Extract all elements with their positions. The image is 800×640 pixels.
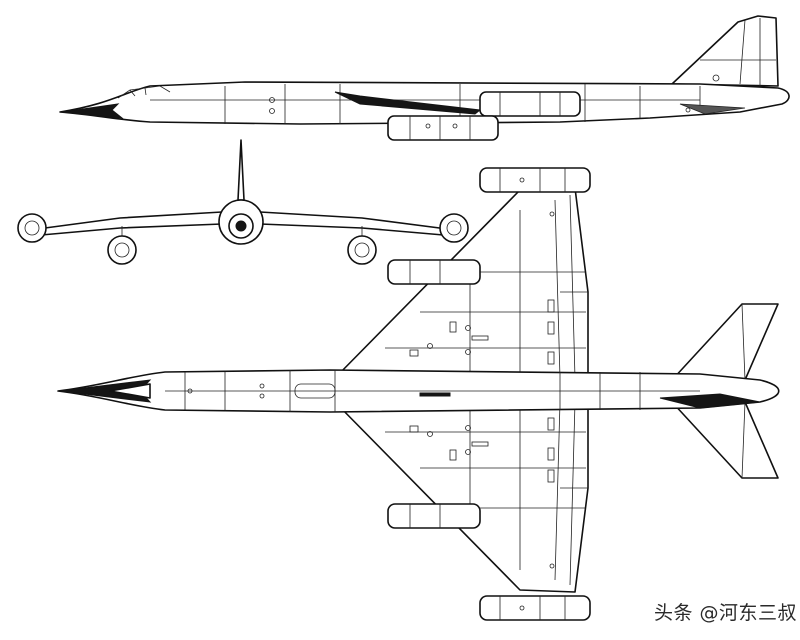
side-nose-marking [61, 103, 124, 119]
front-engine-right-outer [439, 213, 469, 243]
plan-tailplane-lower [671, 401, 779, 479]
plan-engine-upper-outer [479, 167, 591, 193]
front-view [17, 139, 469, 265]
plan-tail-marking [659, 393, 761, 409]
side-wing-shadow [334, 91, 482, 115]
plan-engine-lower-outer [479, 595, 591, 621]
plan-wing-lower [334, 401, 589, 593]
side-view [59, 15, 790, 141]
plan-engine-lower-inner [387, 503, 481, 529]
front-engine-left-outer [17, 213, 47, 243]
side-upper-engine [479, 91, 581, 117]
front-engine-right-inner [347, 235, 377, 265]
watermark: 头条 @河东三叔 [654, 602, 798, 624]
plan-tailplane-upper [671, 303, 779, 381]
plan-view [57, 167, 780, 621]
side-lower-engine [387, 115, 499, 141]
side-vertical-fin [671, 15, 779, 87]
front-tail-fin [237, 139, 245, 201]
front-engine-left-inner [107, 235, 137, 265]
plan-engine-upper-inner [387, 259, 481, 285]
